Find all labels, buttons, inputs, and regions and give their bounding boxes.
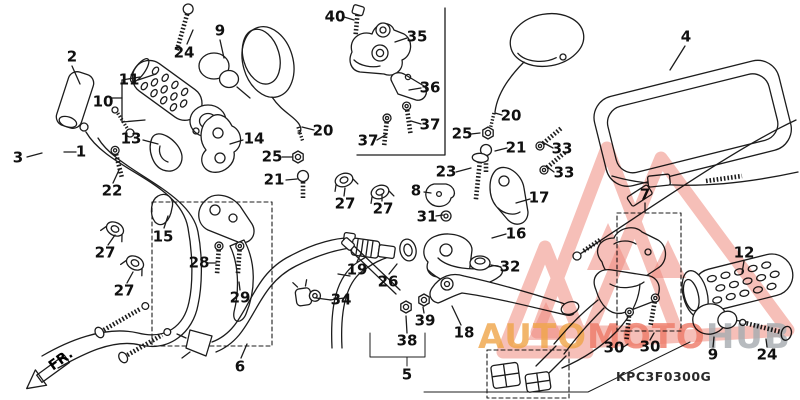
- part-connector-b: [525, 371, 551, 392]
- part-ring-26: [398, 238, 418, 263]
- bracket-line-switch-group: [357, 8, 445, 155]
- callout-19: 19: [346, 260, 368, 279]
- part-clamp-14: [201, 115, 241, 173]
- callout-6: 6: [234, 357, 246, 376]
- part-grip-cover-2: [54, 69, 96, 130]
- callout-10: 10: [92, 92, 114, 111]
- callout-20: 20: [500, 106, 522, 125]
- callout-24: 24: [173, 43, 195, 62]
- dashed-box-connectors: [487, 350, 569, 398]
- callout-30: 30: [639, 337, 661, 356]
- callout-9: 9: [214, 21, 226, 40]
- part-bracket-17: [490, 167, 528, 224]
- part-mirror-right: [490, 8, 588, 130]
- part-connector-a: [491, 362, 521, 389]
- callout-18: 18: [453, 323, 475, 342]
- part-bracket-13: [150, 134, 182, 171]
- part-bolt-21-right: [481, 145, 492, 175]
- callout-37: 37: [419, 115, 441, 134]
- callout-1: 1: [75, 142, 87, 161]
- callout-15: 15: [152, 227, 174, 246]
- part-cable-5: [341, 237, 400, 294]
- callout-38: 38: [396, 331, 418, 350]
- callout-27: 27: [113, 281, 135, 300]
- bracket-line-5: [370, 333, 425, 366]
- part-switch-bracket-35: [350, 23, 411, 75]
- callout-34: 34: [330, 290, 352, 309]
- callout-16: 16: [505, 224, 527, 243]
- part-washer-31: [441, 211, 451, 221]
- callout-35: 35: [406, 27, 428, 46]
- callout-17: 17: [528, 188, 550, 207]
- callout-27: 27: [372, 199, 394, 218]
- callout-31: 31: [416, 207, 438, 226]
- callout-33: 33: [551, 139, 573, 158]
- callout-8: 8: [410, 181, 422, 200]
- part-bracket-36: [391, 73, 427, 101]
- callout-23: 23: [435, 162, 457, 181]
- callout-11: 11: [118, 70, 140, 89]
- part-bolt-21-left: [298, 171, 309, 201]
- callout-33: 33: [553, 163, 575, 182]
- callout-20: 20: [312, 121, 334, 140]
- callout-24: 24: [756, 345, 778, 364]
- callout-27: 27: [334, 194, 356, 213]
- part-boot-9-left: [199, 53, 250, 98]
- callout-21: 21: [263, 170, 285, 189]
- callout-40: 40: [324, 7, 346, 26]
- callout-12: 12: [733, 243, 755, 262]
- callout-4: 4: [680, 27, 692, 46]
- callout-32: 32: [499, 257, 521, 276]
- callout-25: 25: [451, 124, 473, 143]
- callout-27: 27: [94, 243, 116, 262]
- callout-13: 13: [120, 129, 142, 148]
- callout-2: 2: [66, 47, 78, 66]
- callout-21: 21: [505, 138, 527, 157]
- part-boot-32: [470, 256, 490, 270]
- part-bolt-40: [346, 4, 365, 36]
- fr-arrow: [21, 351, 73, 396]
- callout-39: 39: [414, 311, 436, 330]
- part-bolt-23: [468, 153, 489, 201]
- callout-7: 7: [639, 185, 651, 204]
- callout-29: 29: [229, 288, 251, 307]
- part-adjuster-19: [351, 238, 396, 261]
- part-screw-24-left: [167, 3, 194, 51]
- callout-36: 36: [419, 78, 441, 97]
- callout-5: 5: [401, 365, 413, 384]
- callout-26: 26: [377, 272, 399, 291]
- callout-22: 22: [101, 181, 123, 200]
- callout-25: 25: [261, 147, 283, 166]
- callout-37: 37: [357, 131, 379, 150]
- callout-9: 9: [707, 345, 719, 364]
- part-mirror-left: [234, 21, 303, 142]
- callout-3: 3: [12, 148, 24, 167]
- callout-30: 30: [603, 338, 625, 357]
- diagram-code: KPC3F0300G: [616, 369, 712, 384]
- callout-14: 14: [243, 129, 265, 148]
- dashed-box-left-assembly: [152, 202, 272, 346]
- callout-28: 28: [188, 253, 210, 272]
- code-leader-line: [424, 342, 690, 392]
